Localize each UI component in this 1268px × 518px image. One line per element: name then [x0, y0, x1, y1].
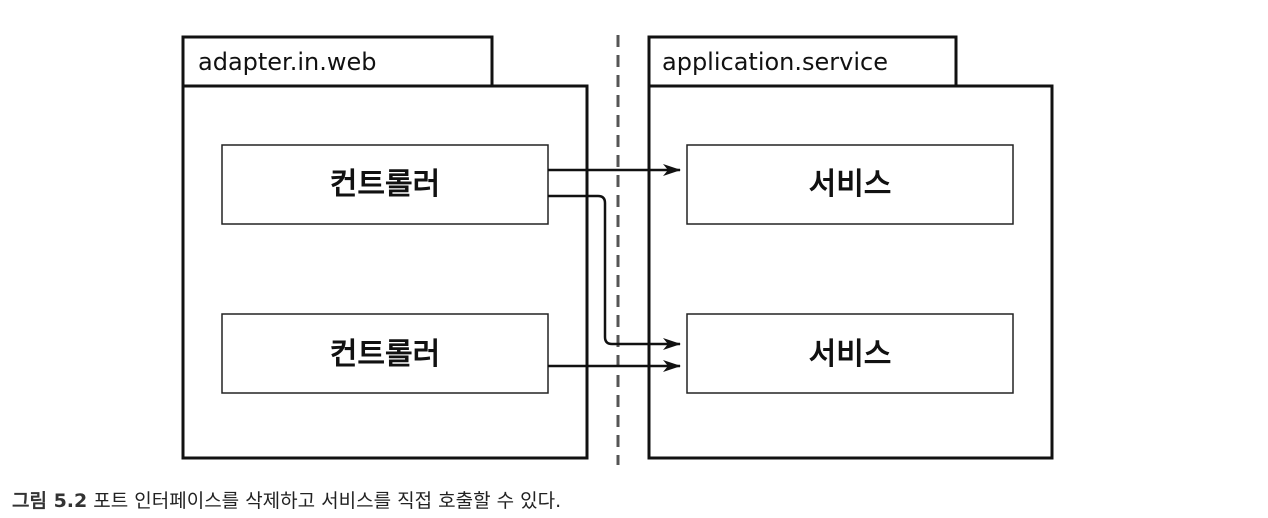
service-label: 서비스	[809, 167, 892, 202]
controller-box: 컨트롤러	[221, 144, 549, 225]
service-box: 서비스	[686, 313, 1014, 394]
package-application-service: application.service	[647, 35, 1054, 460]
service-box: 서비스	[686, 144, 1014, 225]
package-tab-left	[181, 35, 494, 88]
controller-box: 컨트롤러	[221, 313, 549, 394]
package-adapter-in-web: adapter.in.web	[181, 35, 589, 460]
controller-label: 컨트롤러	[330, 167, 440, 202]
service-label: 서비스	[809, 337, 892, 372]
figure-caption: 그림 5.2 포트 인터페이스를 삭제하고 서비스를 직접 호출할 수 있다.	[12, 486, 561, 513]
controller-label: 컨트롤러	[330, 337, 440, 372]
package-name-right: application.service	[662, 48, 888, 76]
package-body-left	[181, 84, 589, 460]
call-arrow-controller1-to-service2	[548, 194, 681, 350]
figure-number: 그림 5.2	[12, 490, 88, 512]
figure-caption-text: 포트 인터페이스를 삭제하고 서비스를 직접 호출할 수 있다.	[87, 490, 562, 512]
package-body-right	[647, 84, 1054, 460]
package-name-left: adapter.in.web	[198, 48, 377, 76]
